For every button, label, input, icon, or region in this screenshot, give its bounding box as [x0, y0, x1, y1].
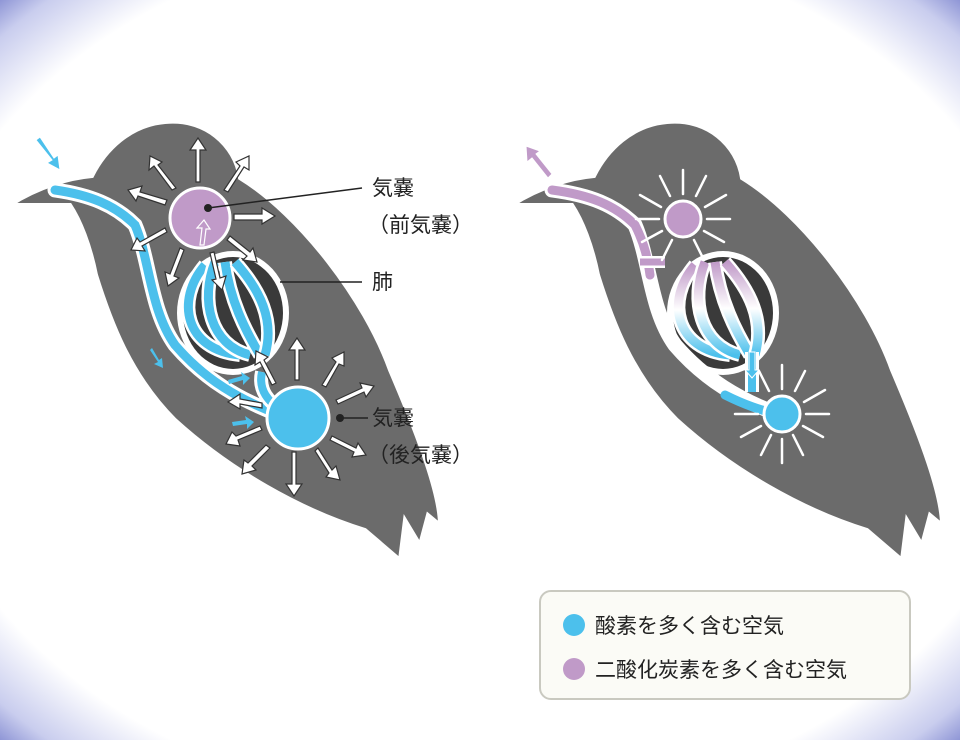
- legend-item-co2: 二酸化炭素を多く含む空気: [563, 654, 847, 684]
- right-lung: [667, 251, 779, 375]
- left-anterior-sac: [168, 186, 232, 250]
- right-anterior-compress-arrows: [634, 168, 732, 262]
- left-lung: [177, 251, 289, 375]
- right-posterior-sac: [762, 394, 802, 434]
- legend: 酸素を多く含む空気 二酸化炭素を多く含む空気: [539, 590, 911, 700]
- left-posterior-sac: [265, 385, 331, 451]
- left-leader-lines: [207, 187, 368, 419]
- legend-swatch-oxygen: [563, 614, 585, 636]
- right-flow-arrows: [525, 145, 761, 379]
- label-air-sac-2: 気嚢: [372, 406, 414, 430]
- legend-label-co2: 二酸化炭素を多く含む空気: [595, 658, 847, 682]
- label-air-sac: 気嚢: [372, 176, 414, 200]
- legend-label-oxygen: 酸素を多く含む空気: [595, 614, 784, 638]
- legend-item-oxygen: 酸素を多く含む空気: [563, 610, 784, 640]
- right-anterior-sac: [663, 199, 703, 239]
- left-bird: [3, 119, 443, 564]
- left-flow-arrows: [35, 136, 254, 429]
- left-anterior-expand-arrows: [127, 136, 277, 292]
- left-posterior-expand-arrows: [225, 336, 376, 498]
- right-posterior-compress-arrows: [733, 363, 831, 465]
- legend-swatch-co2: [563, 658, 585, 680]
- label-lung: 肺: [372, 270, 393, 294]
- label-posterior-air-sac: （後気嚢）: [368, 443, 473, 467]
- label-anterior-air-sac: （前気嚢）: [368, 213, 473, 237]
- right-bird: [505, 119, 945, 564]
